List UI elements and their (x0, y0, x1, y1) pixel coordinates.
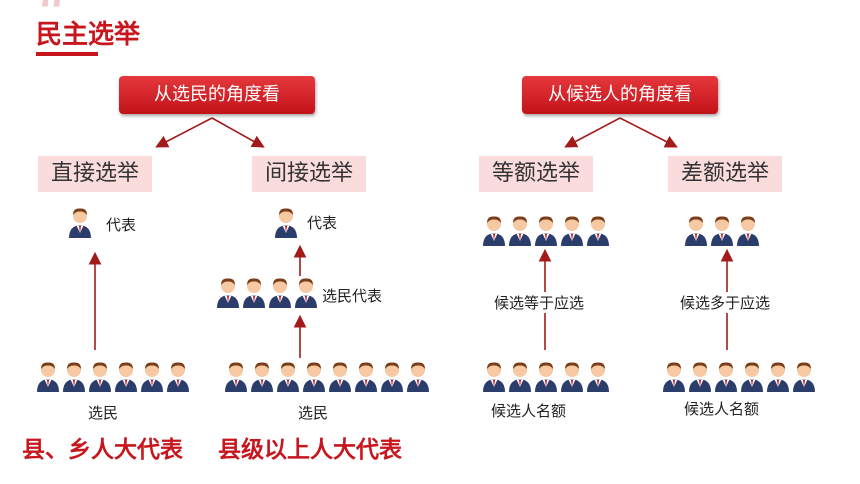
label-equal-candidates: 候选人名额 (491, 402, 567, 420)
person-icon (328, 360, 352, 396)
person-icon (792, 360, 816, 396)
footer-indirect-scope: 县级以上人大代表 (218, 437, 402, 463)
person-icon (250, 360, 274, 396)
category-differential-election: 差额选举 (668, 156, 782, 192)
person-icon (688, 360, 712, 396)
person-icon (68, 206, 92, 242)
person-icon (662, 360, 686, 396)
footer-direct-scope: 县、乡人大代表 (22, 437, 183, 463)
person-icon (224, 360, 248, 396)
category-equal-election: 等额选举 (479, 156, 593, 192)
person-icon (534, 214, 558, 250)
person-icon (380, 360, 404, 396)
person-icon (216, 276, 240, 312)
quote-mark-icon: “ (36, 0, 67, 51)
group-indirect-voter-representatives (216, 276, 318, 312)
person-icon (740, 360, 764, 396)
group-direct-voters (36, 360, 190, 396)
label-differential-candidates: 候选人名额 (684, 400, 760, 418)
person-icon (508, 214, 532, 250)
label-indirect-representative: 代表 (307, 214, 338, 232)
label-indirect-voters: 选民 (298, 404, 329, 422)
person-icon (302, 360, 326, 396)
person-icon (268, 276, 292, 312)
person-icon (166, 360, 190, 396)
person-icon (586, 214, 610, 250)
group-differential-candidates (662, 360, 816, 396)
person-icon (560, 360, 584, 396)
person-icon (114, 360, 138, 396)
note-differential-election: 候选多于应选 (680, 292, 771, 313)
heading-candidate-perspective: 从候选人的角度看 (522, 76, 718, 114)
person-icon (36, 360, 60, 396)
heading-voter-perspective: 从选民的角度看 (119, 76, 315, 114)
person-icon (354, 360, 378, 396)
person-icon (714, 360, 738, 396)
person-icon (242, 276, 266, 312)
person-icon (560, 214, 584, 250)
person-icon (406, 360, 430, 396)
person-icon (736, 214, 760, 250)
label-direct-representative: 代表 (106, 216, 137, 234)
category-indirect-election: 间接选举 (252, 156, 366, 192)
label-direct-voters: 选民 (88, 404, 119, 422)
person-icon (140, 360, 164, 396)
category-direct-election: 直接选举 (38, 156, 152, 192)
note-equal-election: 候选等于应选 (494, 292, 585, 313)
person-icon (766, 360, 790, 396)
group-differential-elected (684, 214, 760, 250)
person-icon (482, 360, 506, 396)
person-icon (710, 214, 734, 250)
group-equal-candidates (482, 360, 610, 396)
person-icon (534, 360, 558, 396)
title-underline (36, 52, 98, 56)
person-icon (684, 214, 708, 250)
person-icon (294, 276, 318, 312)
person-icon (508, 360, 532, 396)
person-icon (276, 360, 300, 396)
person-icon (62, 360, 86, 396)
page-title: 民主选举 (36, 20, 141, 50)
person-icon (274, 206, 298, 242)
group-indirect-representative (274, 206, 298, 242)
group-indirect-voters (224, 360, 430, 396)
label-indirect-voter-representatives: 选民代表 (322, 287, 383, 305)
person-icon (88, 360, 112, 396)
group-direct-representative (68, 206, 92, 242)
group-equal-elected (482, 214, 610, 250)
person-icon (586, 360, 610, 396)
person-icon (482, 214, 506, 250)
